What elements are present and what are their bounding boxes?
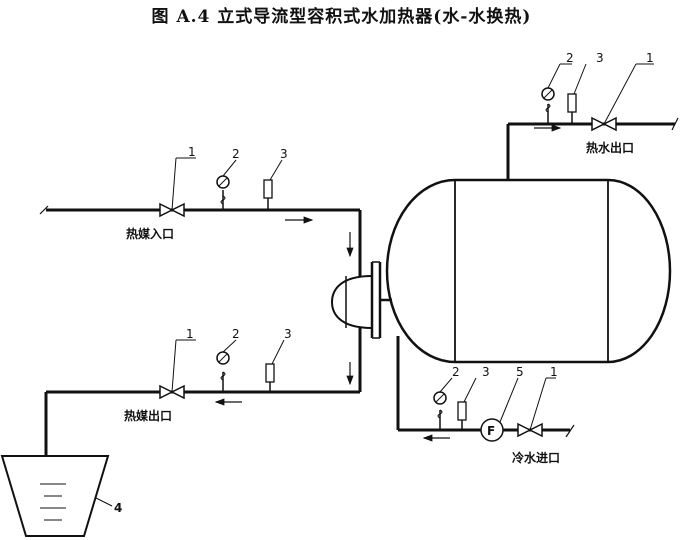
inlet-pressure-gauge-icon (216, 159, 237, 210)
callout-valve-outlet: 1 (186, 327, 194, 341)
hot-water-pressure-gauge-icon (541, 63, 572, 124)
callout-thermometer-inlet: 3 (280, 147, 288, 161)
callout-tank: 4 (114, 501, 122, 515)
cold-water-inlet-label: 冷水进口 (512, 450, 560, 465)
hot-water-valve-icon (591, 63, 654, 132)
callout-gauge-outlet: 2 (232, 327, 240, 341)
callout-valve-cold: 1 (550, 365, 558, 379)
drain-bucket-icon (0, 455, 113, 537)
inlet-thermometer-icon (263, 159, 283, 210)
outlet-pressure-gauge-icon (216, 339, 237, 392)
callout-gauge-hot: 2 (566, 51, 574, 65)
callout-thermometer-cold: 3 (482, 365, 490, 379)
cold-water-valve-icon (517, 377, 556, 438)
callout-valve-inlet: 1 (188, 145, 196, 159)
flowmeter-symbol: F (487, 424, 495, 438)
flowmeter-icon (480, 377, 519, 442)
heat-medium-outlet-pipe (44, 316, 370, 455)
inlet-valve-icon (159, 157, 196, 218)
outlet-valve-icon (159, 339, 196, 400)
callout-gauge-inlet: 2 (232, 147, 240, 161)
callout-thermometer-hot: 3 (596, 51, 604, 65)
hot-water-outlet-label: 热水出口 (586, 140, 634, 155)
hot-water-thermometer-icon (567, 63, 587, 124)
coil-header-icon (330, 261, 382, 339)
cold-water-pressure-gauge-icon (433, 377, 453, 430)
callout-flowmeter: 5 (516, 365, 524, 379)
figure-title: 图 A.4 立式导流型容积式水加热器(水-水换热) (151, 7, 532, 27)
water-heater-tank (380, 178, 672, 364)
callout-thermometer-outlet: 3 (284, 327, 292, 341)
cold-water-thermometer-icon (457, 377, 477, 430)
heat-medium-inlet-pipe (39, 205, 370, 287)
outlet-thermometer-icon (265, 339, 285, 392)
heat-medium-inlet-label: 热媒入口 (126, 226, 174, 241)
callout-valve-hot: 1 (646, 51, 654, 65)
callout-gauge-cold: 2 (452, 365, 460, 379)
heat-medium-outlet-label: 热媒出口 (124, 408, 172, 423)
